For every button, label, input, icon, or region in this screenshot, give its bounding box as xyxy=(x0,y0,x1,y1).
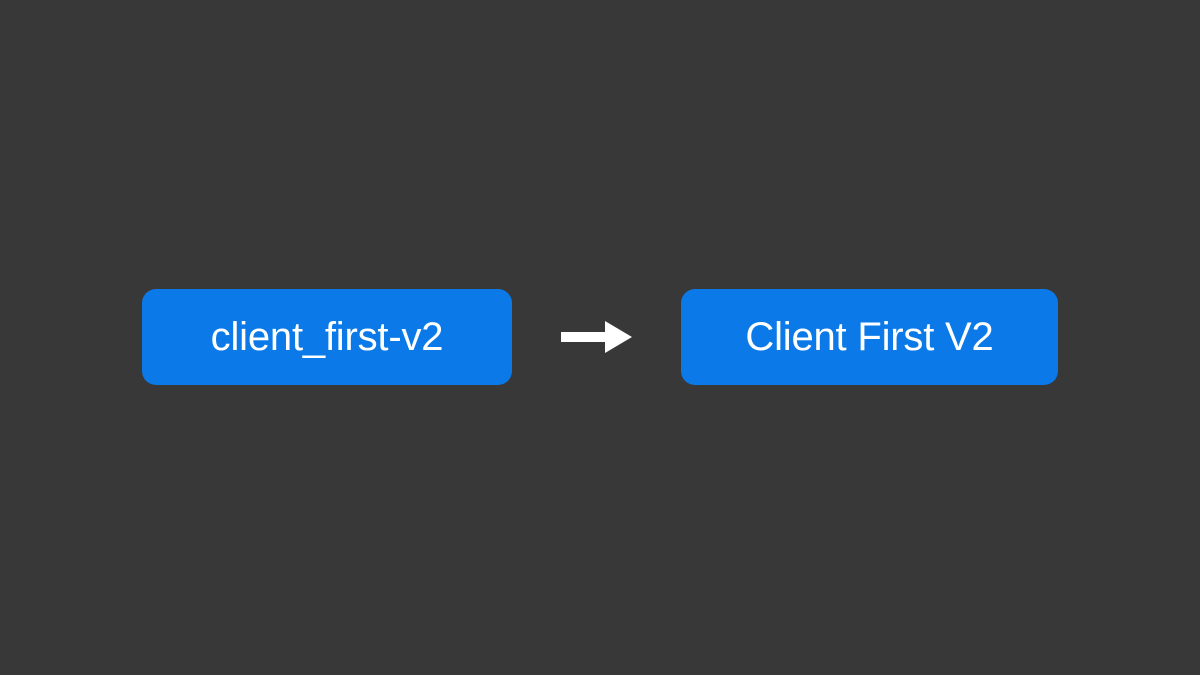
source-token-label: client_first-v2 xyxy=(210,315,444,359)
target-token-label: Client First V2 xyxy=(745,315,994,359)
transform-row: client_first-v2 Client First V2 xyxy=(0,289,1200,385)
arrow-right-icon xyxy=(561,321,632,353)
target-token-pill[interactable]: Client First V2 xyxy=(681,289,1058,385)
arrow-container xyxy=(512,289,681,385)
source-token-pill[interactable]: client_first-v2 xyxy=(142,289,512,385)
